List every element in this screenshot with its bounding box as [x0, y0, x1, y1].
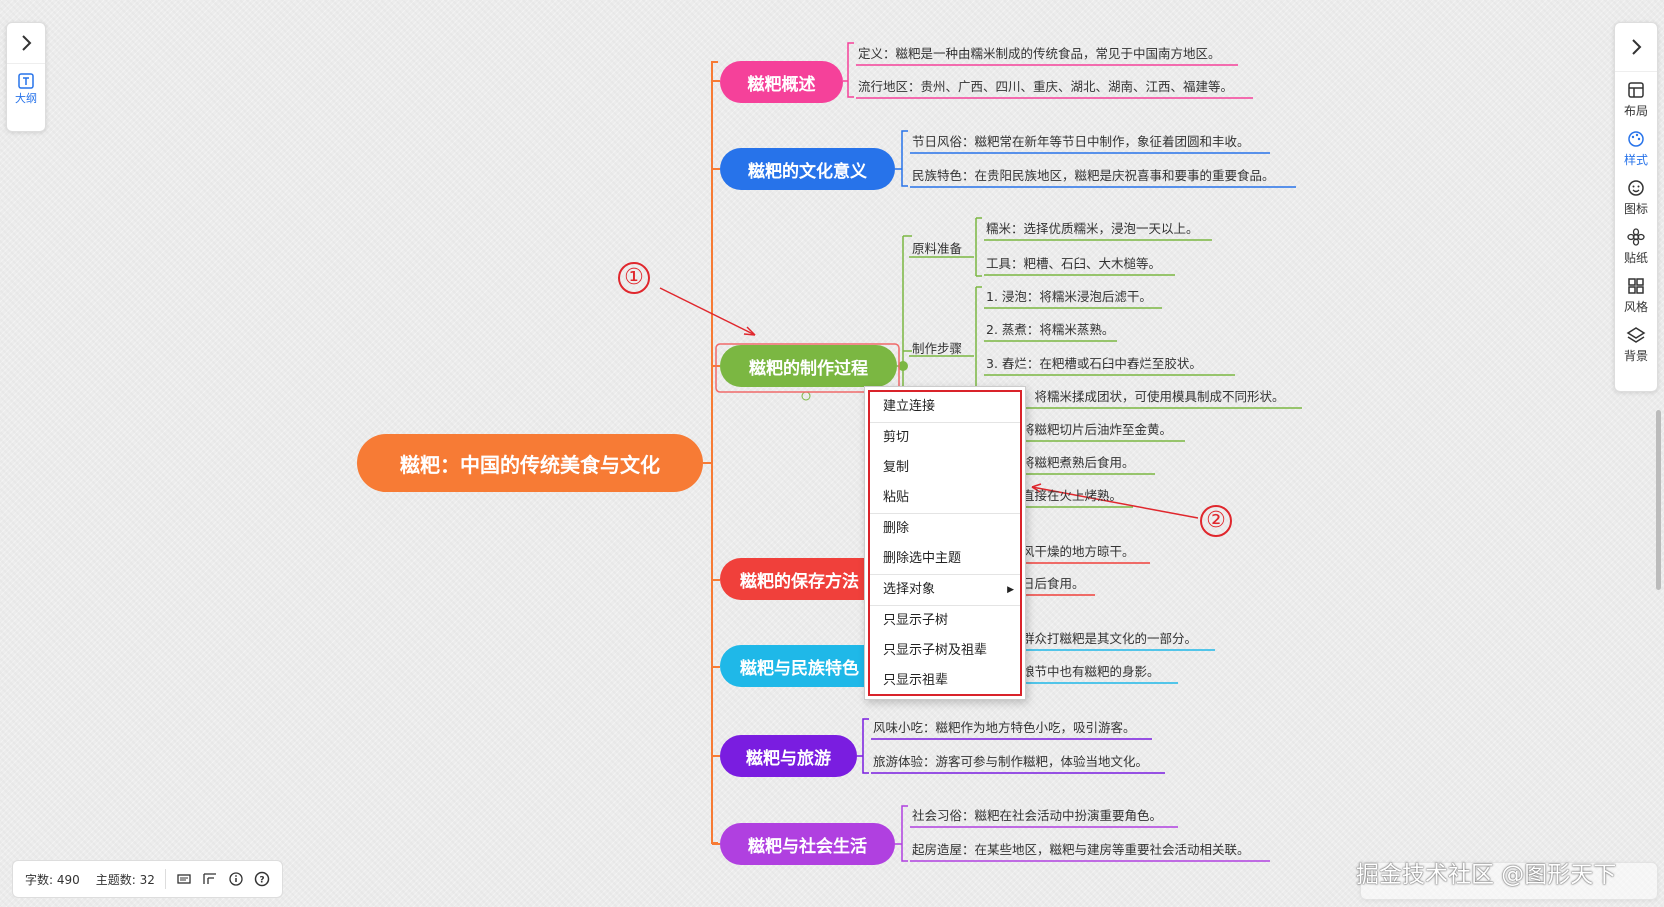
branch-node-process[interactable]: 糍粑的制作过程: [720, 345, 897, 387]
menu-item-label: 选择对象: [883, 582, 936, 597]
leaf-topic[interactable]: 社会习俗：糍粑在社会活动中扮演重要角色。: [912, 808, 1163, 823]
right-toolbar: 布局 样式 图标 贴纸 风格 背景: [1614, 22, 1658, 392]
layout-tool[interactable]: 布局: [1615, 80, 1657, 119]
background-label: 背景: [1623, 349, 1648, 363]
help-icon[interactable]: ?: [254, 871, 270, 887]
outline-button[interactable]: 大纲: [7, 63, 45, 106]
outline-icon: [18, 73, 34, 89]
branch-node-culture[interactable]: 糍粑的文化意义: [720, 148, 895, 190]
leaf-topic[interactable]: 糯米：选择优质糯米，浸泡一天以上。: [986, 221, 1199, 236]
branch-node-tourism[interactable]: 糍粑与旅游: [720, 735, 857, 777]
subtopic-steps[interactable]: 制作步骤: [912, 341, 963, 356]
chevron-right-icon: [1632, 39, 1642, 55]
expand-panel-button[interactable]: [7, 23, 45, 63]
menu-item-show-subtree[interactable]: 只显示子树: [870, 605, 1020, 636]
menu-item-create-link[interactable]: 建立连接: [883, 399, 936, 414]
leaf-topic[interactable]: 1. 浸泡：将糯米浸泡后滤干。: [986, 289, 1152, 304]
menu-item-show-subtree-ancestors[interactable]: 只显示子树及祖辈: [883, 643, 988, 658]
leaf-topic[interactable]: ：将糯米揉成团状，可使用模具制成不同形状。: [1022, 389, 1285, 404]
leaf-topic[interactable]: 直接在火上烤熟。: [1022, 488, 1123, 503]
leaf-topic[interactable]: 流行地区：贵州、广西、四川、重庆、湖北、湖南、江西、福建等。: [858, 79, 1234, 94]
menu-item-paste[interactable]: 粘贴: [883, 490, 910, 505]
leaf-topic[interactable]: 风味小吃：糍粑作为地方特色小吃，吸引游客。: [873, 720, 1136, 735]
left-toolbar: 大纲: [6, 22, 46, 132]
leaf-topic[interactable]: 2. 蒸煮：将糯米蒸熟。: [986, 322, 1115, 337]
leaf-topic[interactable]: 3. 舂烂：在粑槽或石臼中舂烂至胶状。: [986, 356, 1202, 371]
theme-tool[interactable]: 风格: [1615, 276, 1657, 315]
topic-count: 主题数: 32: [95, 872, 155, 887]
menu-item-select-object[interactable]: 选择对象 ▶: [870, 574, 1020, 605]
collapse-panel-button[interactable]: [1615, 23, 1657, 72]
zoom-controls: [1360, 862, 1658, 900]
menu-item-delete[interactable]: 删除: [870, 513, 1020, 544]
branch-node-overview[interactable]: 糍粑概述: [720, 61, 843, 103]
leaf-topic[interactable]: 将糍粑煮熟后食用。: [1022, 455, 1135, 470]
leaf-topic[interactable]: 民族特色：在贵阳民族地区，糍粑是庆祝喜事和要事的重要食品。: [912, 168, 1275, 183]
palette-icon: [1628, 131, 1644, 147]
context-menu-highlight: 建立连接 剪切 复制 粘贴 删除 删除选中主题 选择对象 ▶ 只显示子树 只显示…: [868, 390, 1022, 696]
annotation-marker-1: ①: [618, 262, 650, 294]
outline-label: 大纲: [15, 92, 37, 105]
subtopic-materials[interactable]: 原料准备: [912, 241, 963, 256]
leaf-topic[interactable]: 起房造屋：在某些地区，糍粑与建房等重要社会活动相关联。: [912, 842, 1250, 857]
sticker-tool[interactable]: 贴纸: [1615, 227, 1657, 266]
leaf-topic[interactable]: 旅游体验：游客可参与制作糍粑，体验当地文化。: [873, 754, 1149, 769]
menu-item-cut[interactable]: 剪切: [870, 422, 1020, 453]
leaf-topic[interactable]: 工具：粑槽、石臼、大木槌等。: [986, 256, 1162, 271]
divider: [164, 869, 166, 889]
leaf-topic[interactable]: 日后食用。: [1022, 576, 1085, 591]
sticker-label: 贴纸: [1623, 251, 1648, 265]
background-tool[interactable]: 背景: [1615, 325, 1657, 364]
grid-icon: [1628, 278, 1644, 294]
style-label: 样式: [1623, 153, 1648, 167]
sticker-icon: [1627, 228, 1645, 246]
leaf-topic[interactable]: 风干燥的地方晾干。: [1022, 544, 1135, 559]
info-icon[interactable]: [228, 871, 244, 887]
status-bar: 字数: 490 主题数: 32 ?: [12, 860, 283, 898]
menu-item-delete-selected[interactable]: 删除选中主题: [883, 551, 962, 566]
style-tool[interactable]: 样式: [1615, 129, 1657, 168]
watermark: 掘金技术社区 @图形天下: [1356, 862, 1617, 888]
layout-icon: [1628, 82, 1644, 98]
root-node[interactable]: 糍粑：中国的传统美食与文化: [357, 434, 703, 492]
format-icon[interactable]: [202, 871, 218, 887]
chevron-right-icon: [22, 35, 32, 51]
annotation-marker-2: ②: [1200, 505, 1232, 537]
icon-label: 图标: [1623, 202, 1648, 216]
theme-label: 风格: [1623, 300, 1648, 314]
vertical-scrollbar[interactable]: [1656, 410, 1661, 590]
layout-label: 布局: [1623, 104, 1648, 118]
menu-item-show-ancestors[interactable]: 只显示祖辈: [883, 673, 949, 688]
context-menu: 建立连接 剪切 复制 粘贴 删除 删除选中主题 选择对象 ▶ 只显示子树 只显示…: [864, 386, 1026, 700]
leaf-topic[interactable]: 节日风俗：糍粑常在新年等节日中制作，象征着团圆和丰收。: [912, 134, 1250, 149]
submenu-arrow-icon: ▶: [1007, 585, 1014, 595]
word-count: 字数: 490: [25, 872, 80, 887]
icon-tool[interactable]: 图标: [1615, 178, 1657, 217]
svg-text:?: ?: [259, 876, 264, 886]
leaf-topic[interactable]: 群众打糍粑是其文化的一部分。: [1022, 631, 1198, 646]
branch-node-society[interactable]: 糍粑与社会生活: [720, 823, 895, 865]
leaf-topic[interactable]: 娘节中也有糍粑的身影。: [1022, 664, 1160, 679]
leaf-topic[interactable]: 定义：糍粑是一种由糯米制成的传统食品，常见于中国南方地区。: [858, 46, 1221, 61]
minimap-icon[interactable]: [176, 871, 192, 887]
layers-icon: [1626, 327, 1646, 343]
leaf-topic[interactable]: 将糍粑切片后油炸至金黄。: [1022, 422, 1173, 437]
smiley-icon: [1628, 180, 1644, 196]
menu-item-copy[interactable]: 复制: [883, 460, 910, 475]
